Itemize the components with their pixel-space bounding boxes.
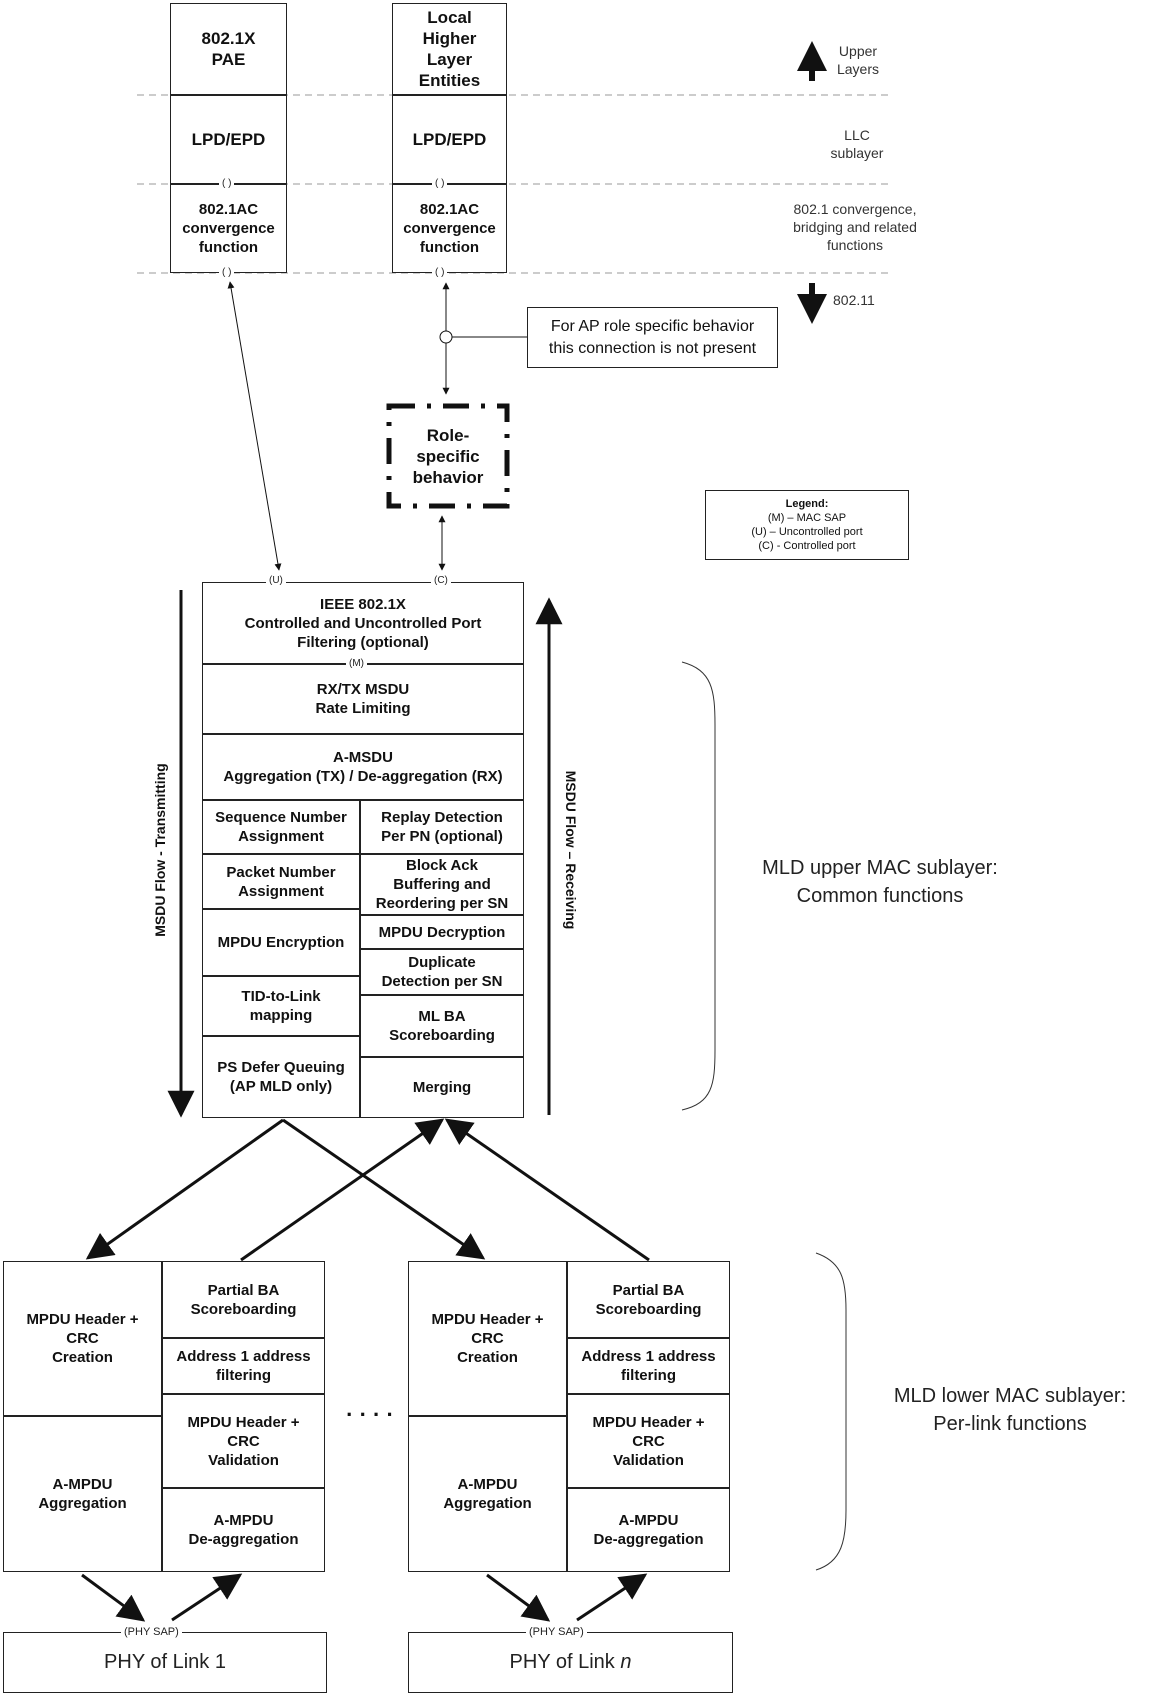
upper-layers-label: Upper Layers [836, 43, 880, 77]
ieee8021x-port-filtering-box: IEEE 802.1X Controlled and Uncontrolled … [202, 582, 524, 664]
local-llc-sap: ( ) [432, 178, 448, 190]
linkn-ampdu-aggregation-box: A-MPDU Aggregation [408, 1416, 567, 1572]
phy-link1-box: PHY of Link 1 [3, 1632, 327, 1693]
pae-to-uncontrolled-port-arrow [227, 281, 282, 571]
block-ack-reordering-box: Block Ack Buffering and Reordering per S… [360, 854, 524, 915]
link1-mpdu-header-crc-creation-box: MPDU Header + CRC Creation [3, 1261, 162, 1416]
controlled-port-label: (C) [431, 575, 451, 587]
legend-title: Legend: [785, 498, 829, 510]
legend-item-controlled: (C) - Controlled port [758, 540, 856, 552]
phy-linkn-box: PHY of Link n [408, 1632, 733, 1693]
mpdu-decryption-box: MPDU Decryption [360, 915, 524, 949]
local-convergence-box: 802.1AC convergence function [392, 184, 507, 273]
ieee80211-label: 802.11 [833, 292, 875, 308]
upper-sublayer-brace [681, 661, 716, 1111]
ml-ba-scoreboarding-box: ML BA Scoreboarding [360, 995, 524, 1057]
lower-sublayer-brace [815, 1252, 847, 1571]
more-links-ellipsis: · · · · [346, 1402, 394, 1427]
convergence-label: 802.1 convergence, bridging and related … [793, 201, 917, 253]
rx-flow-label: MSDU Flow – Receiving [563, 770, 579, 930]
legend-item-uncontrolled: (U) – Uncontrolled port [751, 526, 863, 538]
llc-sublayer-label: LLC sublayer [830, 127, 884, 161]
linkn-phy-to-rx-arrow [576, 1573, 648, 1622]
ap-connection-node [439, 330, 453, 344]
pae-llc-sap: ( ) [219, 178, 235, 190]
pae-lpd-epd-box: LPD/EPD [170, 95, 287, 184]
ps-defer-queuing-box: PS Defer Queuing (AP MLD only) [202, 1036, 360, 1118]
local-entities-box: Local Higher Layer Entities [392, 3, 507, 95]
legend-item-mac-sap: (M) – MAC SAP [767, 512, 847, 524]
linkn-mpdu-header-crc-creation-box: MPDU Header + CRC Creation [408, 1261, 567, 1416]
local-lpd-epd-box: LPD/EPD [392, 95, 507, 184]
packet-number-assignment-box: Packet Number Assignment [202, 854, 360, 909]
pae-conv-sap: ( ) [219, 267, 235, 279]
tid-to-link-mapping-box: TID-to-Link mapping [202, 976, 360, 1036]
upper-mac-sublayer-label: MLD upper MAC sublayer: Common functions [762, 857, 998, 907]
tx-to-link1-arrow [85, 1118, 284, 1260]
linkn-tx-to-phy-arrow [486, 1573, 551, 1622]
pae-convergence-box: 802.1AC convergence function [170, 184, 287, 273]
linkn-to-merging-arrow [444, 1118, 650, 1262]
duplicate-detection-box: Duplicate Detection per SN [360, 949, 524, 995]
phy-linkn-prefix: PHY of Link [509, 1651, 621, 1673]
tx-flow-label: MSDU Flow - Transmitting [152, 763, 168, 937]
lower-mac-sublayer-label: MLD lower MAC sublayer: Per-link functio… [893, 1385, 1127, 1435]
link1-mpdu-header-crc-validation-box: MPDU Header + CRC Validation [162, 1394, 325, 1488]
phy-link1-label: PHY of Link 1 [104, 1651, 226, 1673]
phy-linkn-variable: n [620, 1651, 632, 1673]
linkn-partial-ba-scoreboarding-box: Partial BA Scoreboarding [567, 1261, 730, 1338]
role-specific-dashed-border [386, 403, 510, 509]
amsdu-box: A-MSDU Aggregation (TX) / De-aggregation… [202, 734, 524, 800]
rate-limiting-box: RX/TX MSDU Rate Limiting [202, 664, 524, 734]
linkn-ampdu-deaggregation-box: A-MPDU De-aggregation [567, 1488, 730, 1572]
link1-tx-to-phy-arrow [81, 1573, 146, 1622]
legend-box: Legend: (M) – MAC SAP (U) – Uncontrolled… [705, 490, 909, 560]
merging-box: Merging [360, 1057, 524, 1118]
phy-sap-linkn-label: (PHY SAP) [526, 1626, 587, 1638]
link1-partial-ba-scoreboarding-box: Partial BA Scoreboarding [162, 1261, 325, 1338]
ap-note-box: For AP role specific behavior this conne… [527, 307, 778, 368]
link1-ampdu-aggregation-box: A-MPDU Aggregation [3, 1416, 162, 1572]
link1-ampdu-deaggregation-box: A-MPDU De-aggregation [162, 1488, 325, 1572]
mac-sap-label: (M) [346, 658, 367, 670]
local-conv-sap: ( ) [432, 267, 448, 279]
sequence-number-assignment-box: Sequence Number Assignment [202, 800, 360, 854]
phy-sap-link1-label: (PHY SAP) [121, 1626, 182, 1638]
role-specific-box: Role- specific behavior [412, 425, 484, 487]
pae-box: 802.1X PAE [170, 3, 287, 95]
mpdu-encryption-box: MPDU Encryption [202, 909, 360, 976]
link1-phy-to-rx-arrow [171, 1573, 243, 1622]
replay-detection-box: Replay Detection Per PN (optional) [360, 800, 524, 854]
linkn-mpdu-header-crc-validation-box: MPDU Header + CRC Validation [567, 1394, 730, 1488]
link1-to-merging-arrow [240, 1118, 445, 1262]
uncontrolled-port-label: (U) [266, 575, 286, 587]
linkn-address-filtering-box: Address 1 address filtering [567, 1338, 730, 1394]
link1-address-filtering-box: Address 1 address filtering [162, 1338, 325, 1394]
tx-to-linkn-arrow [282, 1118, 486, 1260]
